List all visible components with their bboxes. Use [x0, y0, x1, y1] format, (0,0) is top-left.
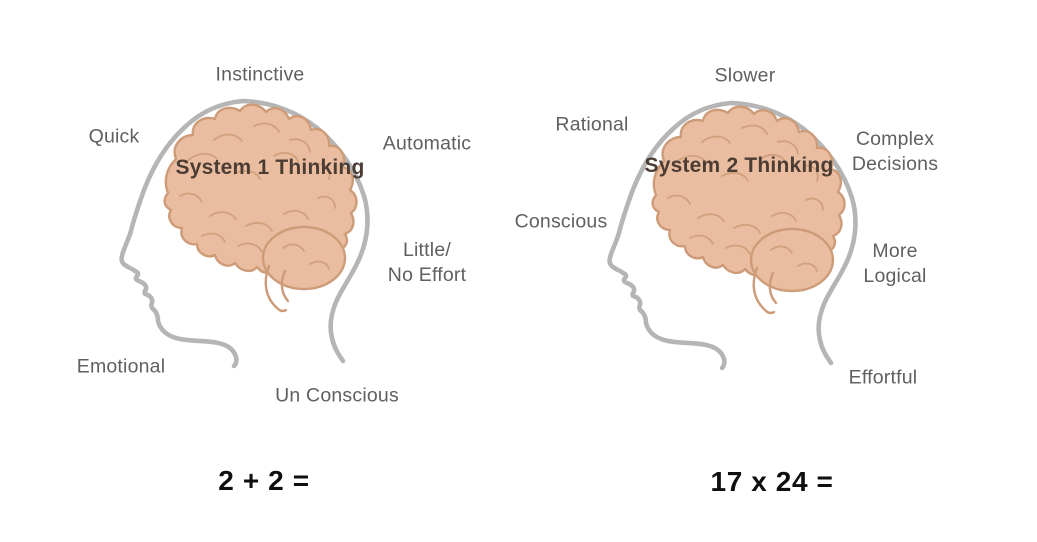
panel1-bottom-label: Un Conscious [275, 384, 399, 407]
panel1-upper-right-label: Automatic [382, 132, 472, 155]
panel2-top-label: Slower [714, 64, 776, 87]
panel1-equation: 2 + 2 = [218, 465, 310, 496]
panel1-lower-left-label: Emotional [76, 355, 166, 378]
panel2-mid-left-label: Conscious [514, 210, 608, 233]
panel1-top-label: Instinctive [215, 63, 305, 86]
panel2-upper-right-label: Complex Decisions [851, 128, 939, 175]
panel2-brain-label: System 2 Thinking [644, 154, 834, 177]
panel1-brain-label: System 1 Thinking [175, 156, 365, 179]
panel1-upper-left-label: Quick [88, 125, 140, 148]
panel2-mid-right-label: More Logical [863, 240, 927, 287]
head-profile-illustration [118, 98, 388, 378]
panel-system-2: Slower Rational Complex Decisions System… [490, 0, 1037, 542]
panel2-upper-left-label: Rational [555, 113, 629, 136]
panel-system-1: Instinctive Quick Automatic System 1 Thi… [0, 0, 518, 542]
panel2-equation: 17 x 24 = [710, 466, 834, 497]
head-profile-illustration [606, 100, 876, 380]
panel1-mid-right-label: Little/ No Effort [387, 239, 467, 286]
panel2-lower-right-label: Effortful [848, 366, 918, 389]
